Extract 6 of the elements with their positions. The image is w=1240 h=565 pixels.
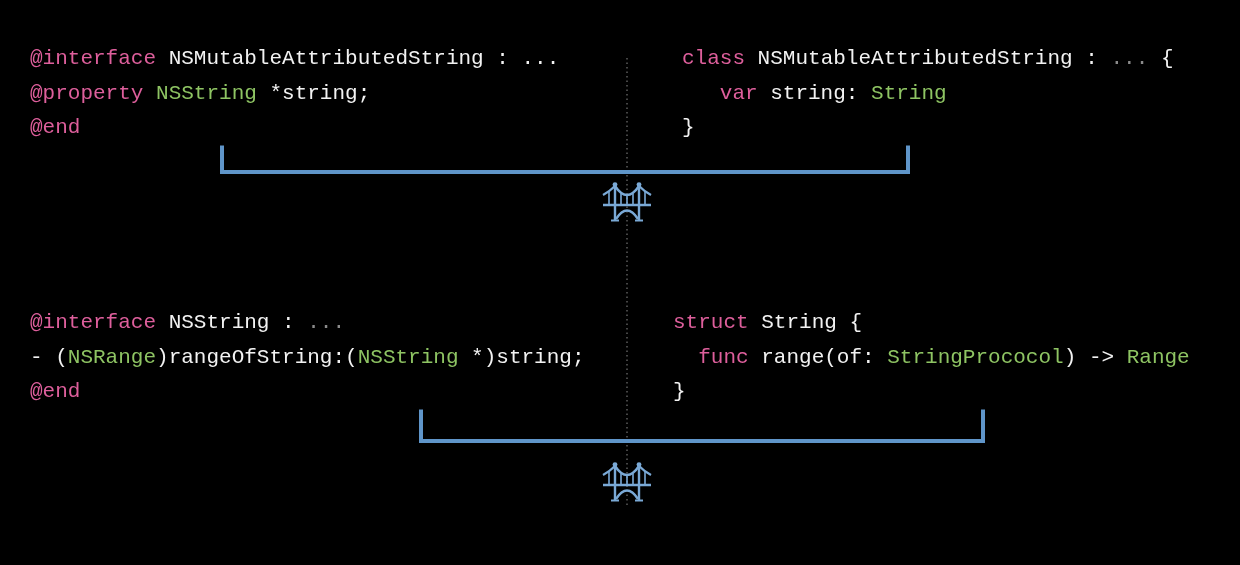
code-snippet: @interface NSString : ... - (NSRange)rangeOfString:(NSString *)string; @end (30, 306, 585, 410)
bracket-connector (419, 409, 985, 443)
bracket-connector (220, 145, 910, 174)
code-snippet: @interface NSMutableAttributedString : ... @property NSString *string; @end (30, 42, 560, 146)
code-snippet: struct String { func range(of: StringPrococol) -> Range } (673, 306, 1190, 410)
code-snippet: class NSMutableAttributedString : ... { var string: String } (682, 42, 1174, 146)
